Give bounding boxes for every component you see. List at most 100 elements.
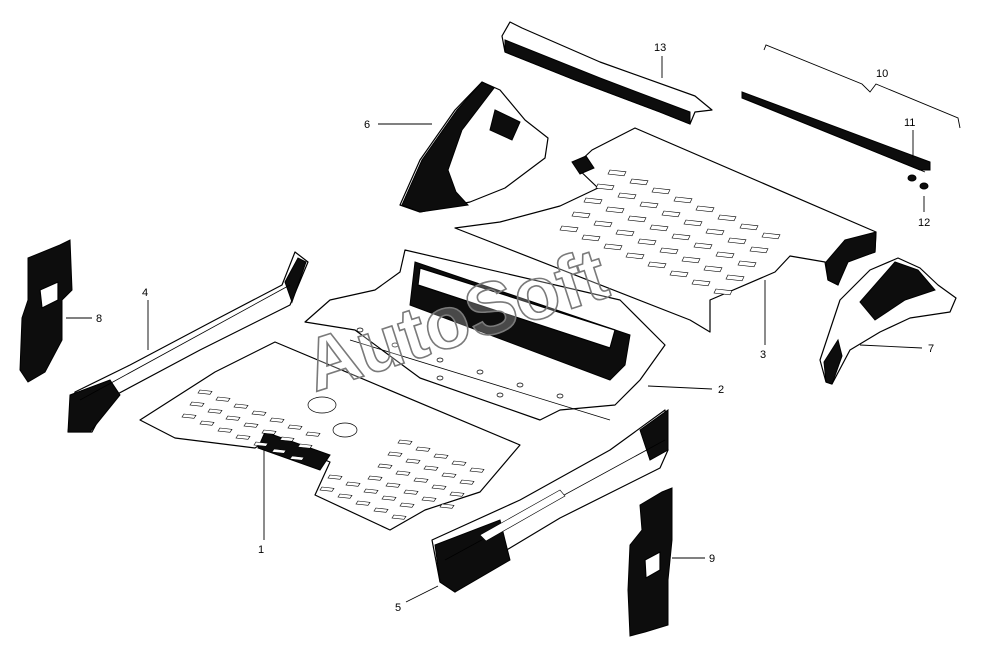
stamped-slot — [603, 243, 623, 251]
stamped-slot — [683, 219, 703, 227]
stamped-slot — [695, 205, 715, 213]
callout-8: 8 — [96, 313, 102, 325]
stamped-slot — [651, 187, 671, 195]
stamped-slot — [451, 460, 467, 466]
part-13-rear-crossmember — [501, 21, 713, 125]
part-1-front-floor — [139, 341, 521, 531]
callout-3: 3 — [760, 349, 766, 361]
callout-12: 12 — [918, 217, 930, 229]
stamped-slot — [395, 470, 411, 476]
callout-13: 13 — [654, 42, 666, 54]
stamped-slot — [373, 507, 389, 513]
stamped-slot — [225, 415, 241, 421]
stamped-slot — [671, 233, 691, 241]
mounting-hole — [556, 393, 564, 399]
callout-2: 2 — [718, 384, 724, 396]
stamped-slot — [381, 495, 397, 501]
part-4-left-sill — [67, 251, 309, 433]
stamped-slot — [289, 455, 305, 461]
callout-1: 1 — [258, 544, 264, 556]
stamped-slot — [661, 210, 681, 218]
stamped-slot — [749, 246, 769, 254]
part-5-right-sill — [431, 409, 669, 593]
stamped-slot — [705, 228, 725, 236]
stamped-slot — [727, 237, 747, 245]
callout-6: 6 — [364, 119, 370, 131]
stamped-slot — [297, 443, 313, 449]
stamped-slot — [181, 413, 197, 419]
stamped-slot — [469, 467, 485, 473]
stamped-slot — [717, 214, 737, 222]
stamped-slot — [337, 493, 353, 499]
stamped-slot — [421, 496, 437, 502]
stamped-slot — [253, 441, 269, 447]
stamped-slot — [279, 436, 295, 442]
stamped-slot — [387, 451, 403, 457]
stamped-slot — [649, 224, 669, 232]
part-7-right-wheel-arch — [819, 257, 957, 385]
stamped-slot — [189, 401, 205, 407]
stamped-slot — [559, 225, 579, 233]
callout-5: 5 — [395, 602, 401, 614]
stamped-slot — [629, 178, 649, 186]
stamped-slot — [413, 477, 429, 483]
stamped-slot — [605, 206, 625, 214]
leader-lines — [66, 44, 961, 603]
stamped-slot — [593, 220, 613, 228]
stamped-slot — [385, 482, 401, 488]
stamped-slot — [625, 252, 645, 260]
part-3-rear-floor — [454, 127, 877, 333]
callout-9: 9 — [709, 553, 715, 565]
stamped-slot — [571, 211, 591, 219]
stamped-slot — [397, 439, 413, 445]
stamped-slot — [199, 420, 215, 426]
stamped-slot — [449, 491, 465, 497]
mounting-hole — [391, 342, 399, 348]
callout-labels: 1 2 3 4 5 6 7 8 9 10 11 12 13 — [96, 42, 934, 614]
stamped-slot — [251, 410, 267, 416]
callout-10: 10 — [876, 68, 888, 80]
stamped-slot — [739, 223, 759, 231]
stamped-slot — [431, 484, 447, 490]
stamped-slot — [681, 256, 701, 264]
stamped-slot — [441, 472, 457, 478]
part-6-left-wheel-arch — [399, 81, 549, 213]
mounting-hole — [436, 357, 444, 363]
stamped-slot — [261, 429, 277, 435]
stamped-slot — [725, 274, 745, 282]
stamped-slot — [737, 260, 757, 268]
stamped-slot — [233, 403, 249, 409]
stamped-slot — [327, 474, 343, 480]
mounting-hole — [436, 375, 444, 381]
part-12-clips — [907, 174, 929, 190]
callout-7: 7 — [928, 343, 934, 355]
mounting-hole — [356, 327, 364, 333]
stamped-slot — [581, 234, 601, 242]
stamped-slot — [659, 247, 679, 255]
part-8-left-pillar — [19, 239, 73, 383]
stamped-slot — [207, 408, 223, 414]
stamped-slot — [439, 503, 455, 509]
stamped-slot — [269, 417, 285, 423]
stamped-slot — [673, 196, 693, 204]
stamped-slot — [319, 486, 335, 492]
stamped-slot — [305, 431, 321, 437]
stamped-slot — [693, 242, 713, 250]
stamped-slot — [595, 183, 615, 191]
part-9-right-pillar — [627, 487, 673, 637]
stamped-slot — [583, 197, 603, 205]
stamped-slot — [399, 502, 415, 508]
stamped-slot — [607, 169, 627, 177]
stamped-slot — [367, 475, 383, 481]
stamped-slot — [669, 270, 689, 278]
stamped-slot — [377, 463, 393, 469]
callout-11: 11 — [904, 117, 915, 129]
stamped-slot — [627, 215, 647, 223]
stamped-slot — [691, 279, 711, 287]
stamped-slot — [355, 500, 371, 506]
stamped-slot — [243, 422, 259, 428]
stamped-slot — [287, 424, 303, 430]
stamped-slot — [703, 265, 723, 273]
part-11-rail — [741, 91, 931, 173]
stamped-slot — [617, 192, 637, 200]
